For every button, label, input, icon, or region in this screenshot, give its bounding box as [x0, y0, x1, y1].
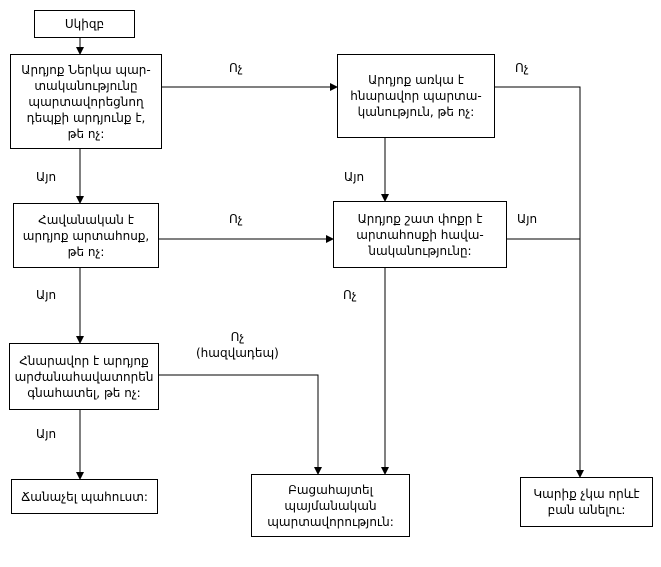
- label-q2-yes: Այո: [344, 170, 365, 184]
- outcome-recognise-provision-text: Ճանաչել պահուստ:: [21, 489, 148, 504]
- decision-present-obligation-text: Արդյոք Ներկա պար- տականությունը պարտավոր…: [21, 62, 151, 141]
- label-q2-no: Ոչ: [515, 61, 529, 75]
- start-box: Սկիզբ: [34, 10, 135, 38]
- decision-possible-obligation: Արդյոք առկա է հնարավոր պարտա- կանություն…: [337, 54, 495, 138]
- arrow-q5-to-end-disclose: [159, 374, 322, 475]
- outcome-disclose-contingent: Բացահայտել պայմանական պարտավորություն:: [251, 474, 410, 537]
- decision-outflow-probable-text: Հավանական է արդյոք արտահոսք, թե ոչ:: [22, 212, 150, 259]
- arrow-q2-to-end-nothing: [495, 86, 584, 478]
- decision-reliable-estimate: Հնարավոր է արդյոք արժանահավատորեն գնահատ…: [9, 343, 159, 410]
- label-q5-no-rare: Ոչ (հազվադեպ): [196, 330, 279, 360]
- label-q3-yes: Այո: [36, 288, 57, 302]
- outcome-recognise-provision: Ճանաչել պահուստ:: [11, 479, 158, 514]
- decision-outflow-remote-text: Արդյոք շատ փոքր է արտահոսքի հավա- նականո…: [356, 211, 484, 258]
- decision-outflow-remote: Արդյոք շատ փոքր է արտահոսքի հավա- նականո…: [333, 201, 507, 268]
- decision-present-obligation: Արդյոք Ներկա պար- տականությունը պարտավոր…: [10, 54, 162, 149]
- label-q1-yes: Այո: [36, 170, 57, 184]
- label-q1-no: Ոչ: [229, 61, 243, 75]
- decision-outflow-probable: Հավանական է արդյոք արտահոսք, թե ոչ:: [13, 203, 159, 268]
- label-q5-yes: Այո: [36, 427, 57, 441]
- decision-possible-obligation-text: Արդյոք առկա է հնարավոր պարտա- կանություն…: [350, 73, 482, 119]
- label-q4-yes: Այո: [517, 212, 538, 226]
- decision-reliable-estimate-text: Հնարավոր է արդյոք արժանահավատորեն գնահատ…: [14, 353, 154, 400]
- outcome-disclose-contingent-text: Բացահայտել պայմանական պարտավորություն:: [267, 482, 394, 529]
- start-box-text: Սկիզբ: [64, 17, 105, 31]
- label-q4-no: Ոչ: [343, 288, 357, 302]
- label-q3-no: Ոչ: [229, 212, 243, 226]
- outcome-do-nothing: Կարիք չկա որևէ բան անելու:: [520, 477, 653, 527]
- outcome-do-nothing-text: Կարիք չկա որևէ բան անելու:: [533, 487, 640, 517]
